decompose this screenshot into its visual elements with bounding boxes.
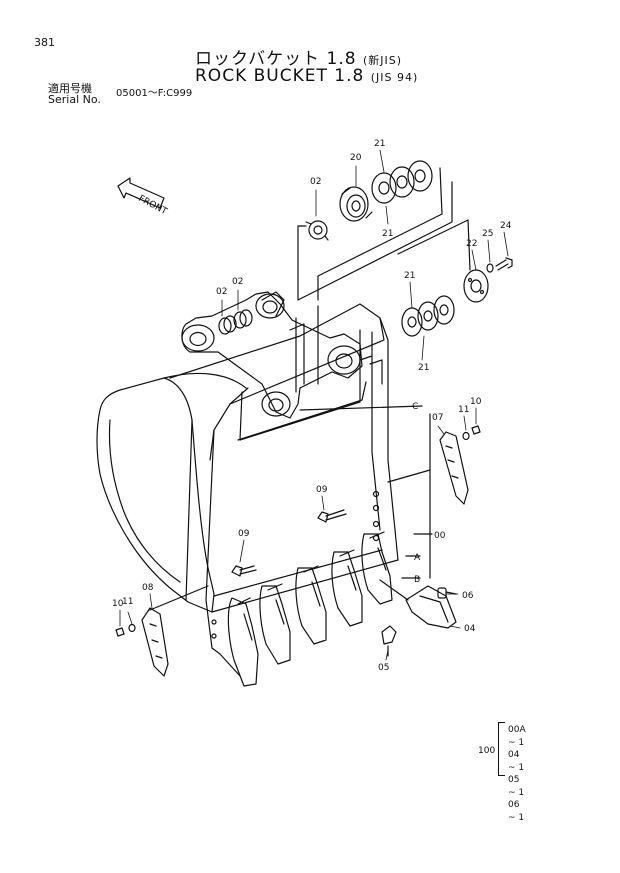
title-jp-text: ロックバケット 1.8 bbox=[195, 49, 357, 69]
lock-part bbox=[381, 625, 397, 657]
leader-lines bbox=[149, 167, 471, 611]
kit-items: 00A ~ 1 04 ~ 1 05 ~ 1 06 ~ 1 bbox=[508, 724, 526, 824]
callout-09: 09 bbox=[238, 529, 250, 539]
callout-10: 10 bbox=[112, 599, 124, 609]
callout-c: C bbox=[412, 402, 418, 412]
bushing-part bbox=[218, 220, 329, 335]
front-label: FRONT bbox=[137, 194, 169, 217]
callout-20: 20 bbox=[350, 153, 362, 163]
callout-labels: FRONT 02 02 02 20 21 21 21 21 22 24 25 C… bbox=[112, 139, 512, 673]
callout-22: 22 bbox=[466, 239, 477, 249]
callout-02: 02 bbox=[232, 277, 243, 287]
serial-label-jp: 適用号機 bbox=[48, 82, 92, 95]
callout-21: 21 bbox=[382, 229, 393, 239]
callout-04: 04 bbox=[464, 624, 476, 634]
kit-item: 04 ~ 1 bbox=[508, 750, 525, 773]
bolt-09-left bbox=[231, 565, 257, 577]
callout-07: 07 bbox=[432, 413, 443, 423]
callout-a: A bbox=[414, 553, 421, 563]
callout-09: 09 bbox=[316, 485, 328, 495]
callout-24: 24 bbox=[500, 221, 512, 231]
callout-25: 25 bbox=[482, 229, 493, 239]
front-arrow-icon bbox=[117, 177, 165, 209]
title-english: ROCK BUCKET 1.8 (JIS 94) bbox=[195, 66, 418, 86]
callout-21: 21 bbox=[418, 363, 429, 373]
callout-06: 06 bbox=[462, 591, 474, 601]
kit-item: 00A ~ 1 bbox=[508, 725, 526, 748]
shim-set-upper bbox=[371, 160, 433, 204]
kit-brace bbox=[498, 722, 505, 776]
bolt-part bbox=[486, 257, 513, 273]
kit-number: 100 bbox=[478, 746, 496, 756]
title-en-note: (JIS 94) bbox=[370, 71, 419, 84]
callout-21: 21 bbox=[374, 139, 385, 149]
callout-11: 11 bbox=[122, 597, 133, 607]
pin-bracket bbox=[181, 291, 363, 419]
plate-part bbox=[463, 269, 489, 303]
kit-item: 06 ~ 1 bbox=[508, 800, 525, 823]
kit-item: 05 ~ 1 bbox=[508, 775, 525, 798]
shim-set-lower bbox=[401, 295, 455, 337]
title-en-text: ROCK BUCKET 1.8 bbox=[195, 66, 365, 86]
callout-11: 11 bbox=[458, 405, 469, 415]
serial-label-en: Serial No. bbox=[48, 93, 101, 106]
page-number: 381 bbox=[34, 36, 55, 49]
bucket-shell bbox=[96, 303, 399, 677]
seal-ring bbox=[339, 186, 373, 222]
callout-02: 02 bbox=[216, 287, 227, 297]
callout-leaders bbox=[119, 149, 509, 661]
callout-b: B bbox=[414, 575, 420, 585]
callout-05: 05 bbox=[378, 663, 389, 673]
callout-02: 02 bbox=[310, 177, 321, 187]
title-japanese: ロックバケット 1.8 (新JIS) bbox=[195, 44, 402, 69]
side-cutter-left bbox=[141, 607, 169, 677]
callout-21: 21 bbox=[404, 271, 415, 281]
nut-washer-left bbox=[115, 623, 136, 637]
bolt-09-center bbox=[317, 509, 347, 523]
callout-08: 08 bbox=[142, 583, 154, 593]
serial-range: 05001～F:C999 bbox=[116, 88, 193, 99]
bucket-teeth bbox=[227, 531, 393, 687]
callout-00: 00 bbox=[434, 531, 446, 541]
nut-washer-right bbox=[462, 425, 481, 441]
callout-10: 10 bbox=[470, 397, 482, 407]
tooth-part bbox=[379, 579, 457, 629]
side-cutter-right bbox=[439, 431, 469, 505]
title-jp-note: (新JIS) bbox=[363, 54, 403, 67]
